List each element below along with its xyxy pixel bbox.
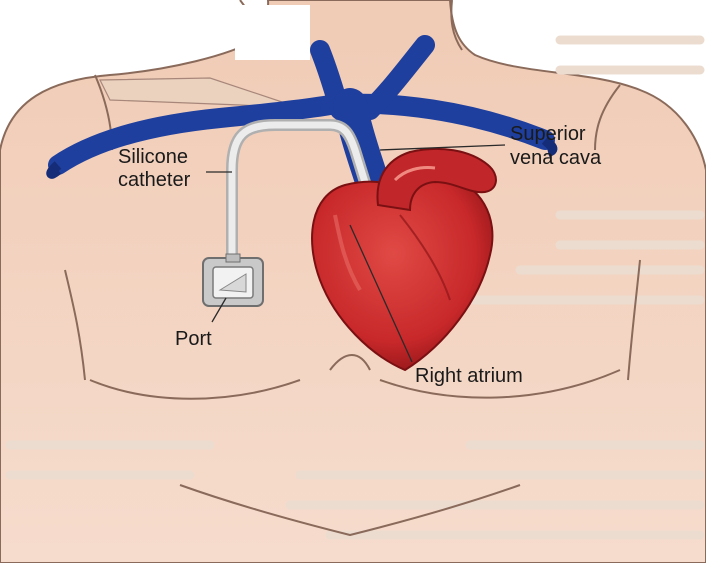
label-port: Port bbox=[175, 328, 212, 350]
label-superior-vena-cava-line1: Superior bbox=[510, 123, 586, 145]
label-silicone-catheter-line1: Silicone bbox=[118, 146, 188, 168]
label-right-atrium: Right atrium bbox=[415, 365, 523, 387]
implanted-port bbox=[203, 254, 263, 306]
label-silicone-catheter-line2: catheter bbox=[118, 169, 191, 191]
label-patch bbox=[235, 5, 310, 60]
label-superior-vena-cava-line2: vena cava bbox=[510, 147, 602, 169]
